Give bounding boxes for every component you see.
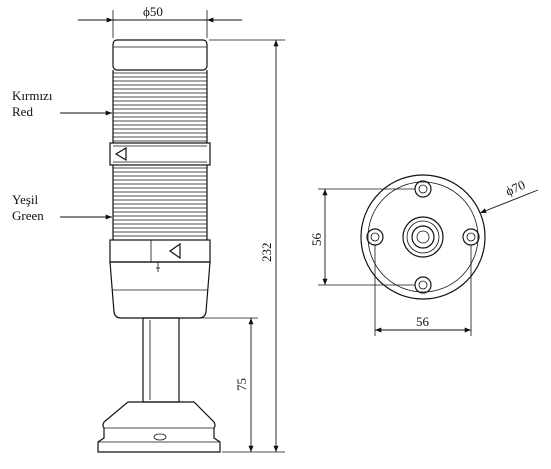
mounting-hole-top [414,180,432,198]
label-red-tr: Kırmızı [12,88,53,103]
mounting-foot [97,401,221,453]
flange-outer [360,174,486,300]
dim-flange-diameter: ϕ70 [503,177,527,199]
top-cap [112,39,208,71]
top-view: 56 56 ϕ70 [309,174,539,336]
separator-triangle-icon [114,146,127,162]
lower-triangle-icon [168,242,181,260]
label-red-en: Red [12,104,33,119]
red-lens-ribs [113,72,207,142]
mounting-hole-left [366,228,384,246]
flange-inner [367,181,479,293]
flange-diameter-leader [479,189,539,214]
separator-ring [109,142,211,166]
mounting-pole [142,317,180,403]
lower-ring [109,239,211,263]
dim-hole-spacing-vertical: 56 [309,233,324,247]
side-view: Kırmızı Red Yeşil Green ϕ50 232 75 [12,4,285,453]
label-green-tr: Yeşil [12,192,39,207]
center-boss [402,216,444,258]
dim-total-height: 232 [259,243,274,263]
dim-base-height: 75 [234,378,249,391]
mounting-hole-bottom [414,276,432,294]
label-green-en: Green [12,208,44,223]
dim-hole-spacing-horizontal: 56 [416,314,430,329]
green-lens-ribs [113,167,207,237]
dim-top-diameter: ϕ50 [143,4,163,19]
mounting-hole-right [462,228,480,246]
